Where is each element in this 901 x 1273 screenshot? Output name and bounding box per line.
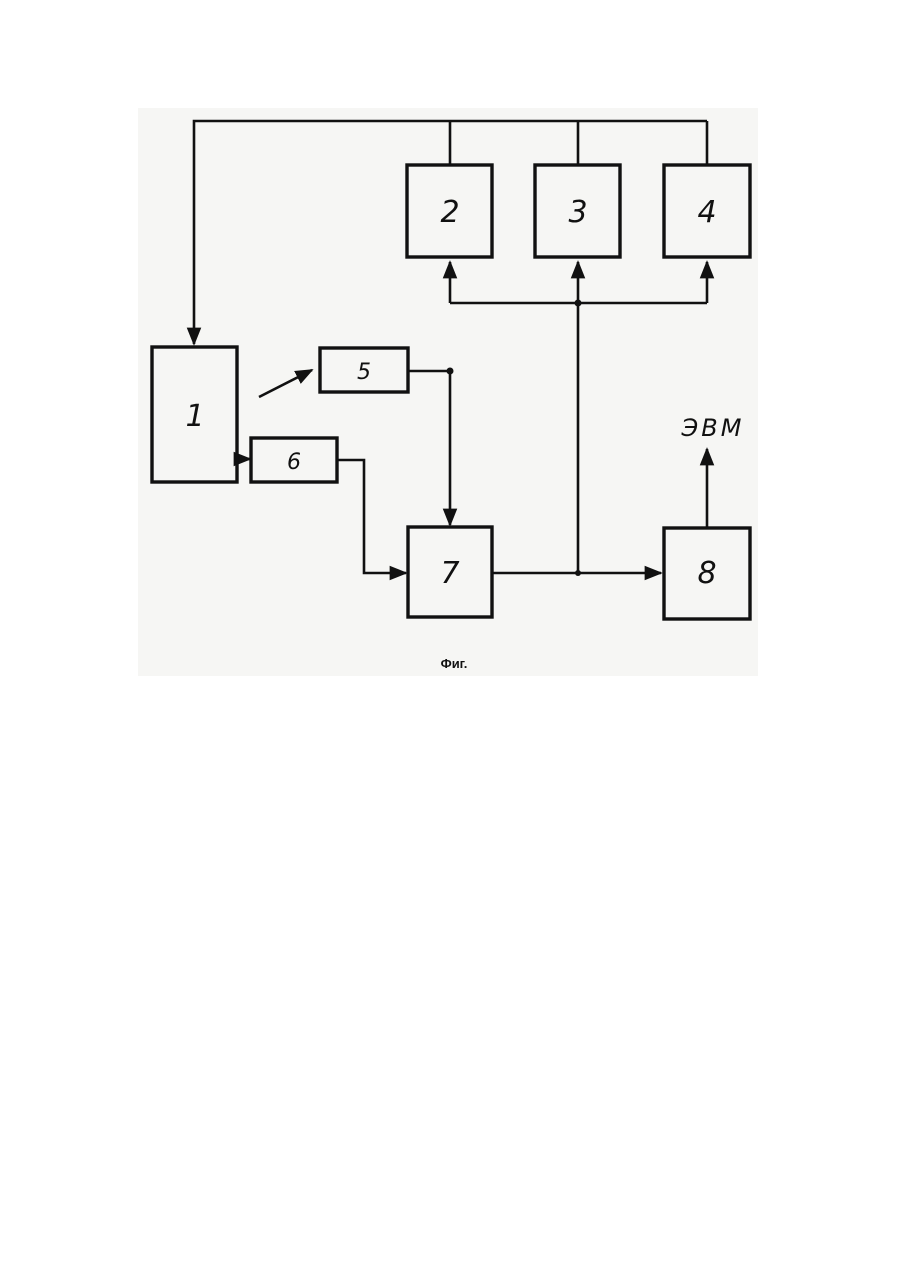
block-6-to-block-7-line [337, 460, 406, 573]
figure-caption: Фиг. [441, 656, 468, 671]
block-8-label: 8 [697, 556, 716, 591]
distribution-junction-dot [575, 300, 582, 307]
block-3-label: 3 [568, 195, 587, 230]
block-5-to-block-7-line [408, 371, 450, 525]
output-junction-dot [575, 570, 581, 576]
block-1-label: 1 [185, 399, 204, 434]
block-5-output-dot [447, 368, 454, 375]
block-4-label: 4 [697, 195, 716, 230]
block-6-label: 6 [287, 450, 301, 475]
computer-output-label: ЭВМ [681, 414, 745, 442]
block-5-label: 5 [357, 360, 371, 385]
block-2-label: 2 [440, 195, 459, 230]
block-7-label: 7 [440, 556, 459, 591]
block-1-to-block-5-arrow [259, 370, 312, 397]
